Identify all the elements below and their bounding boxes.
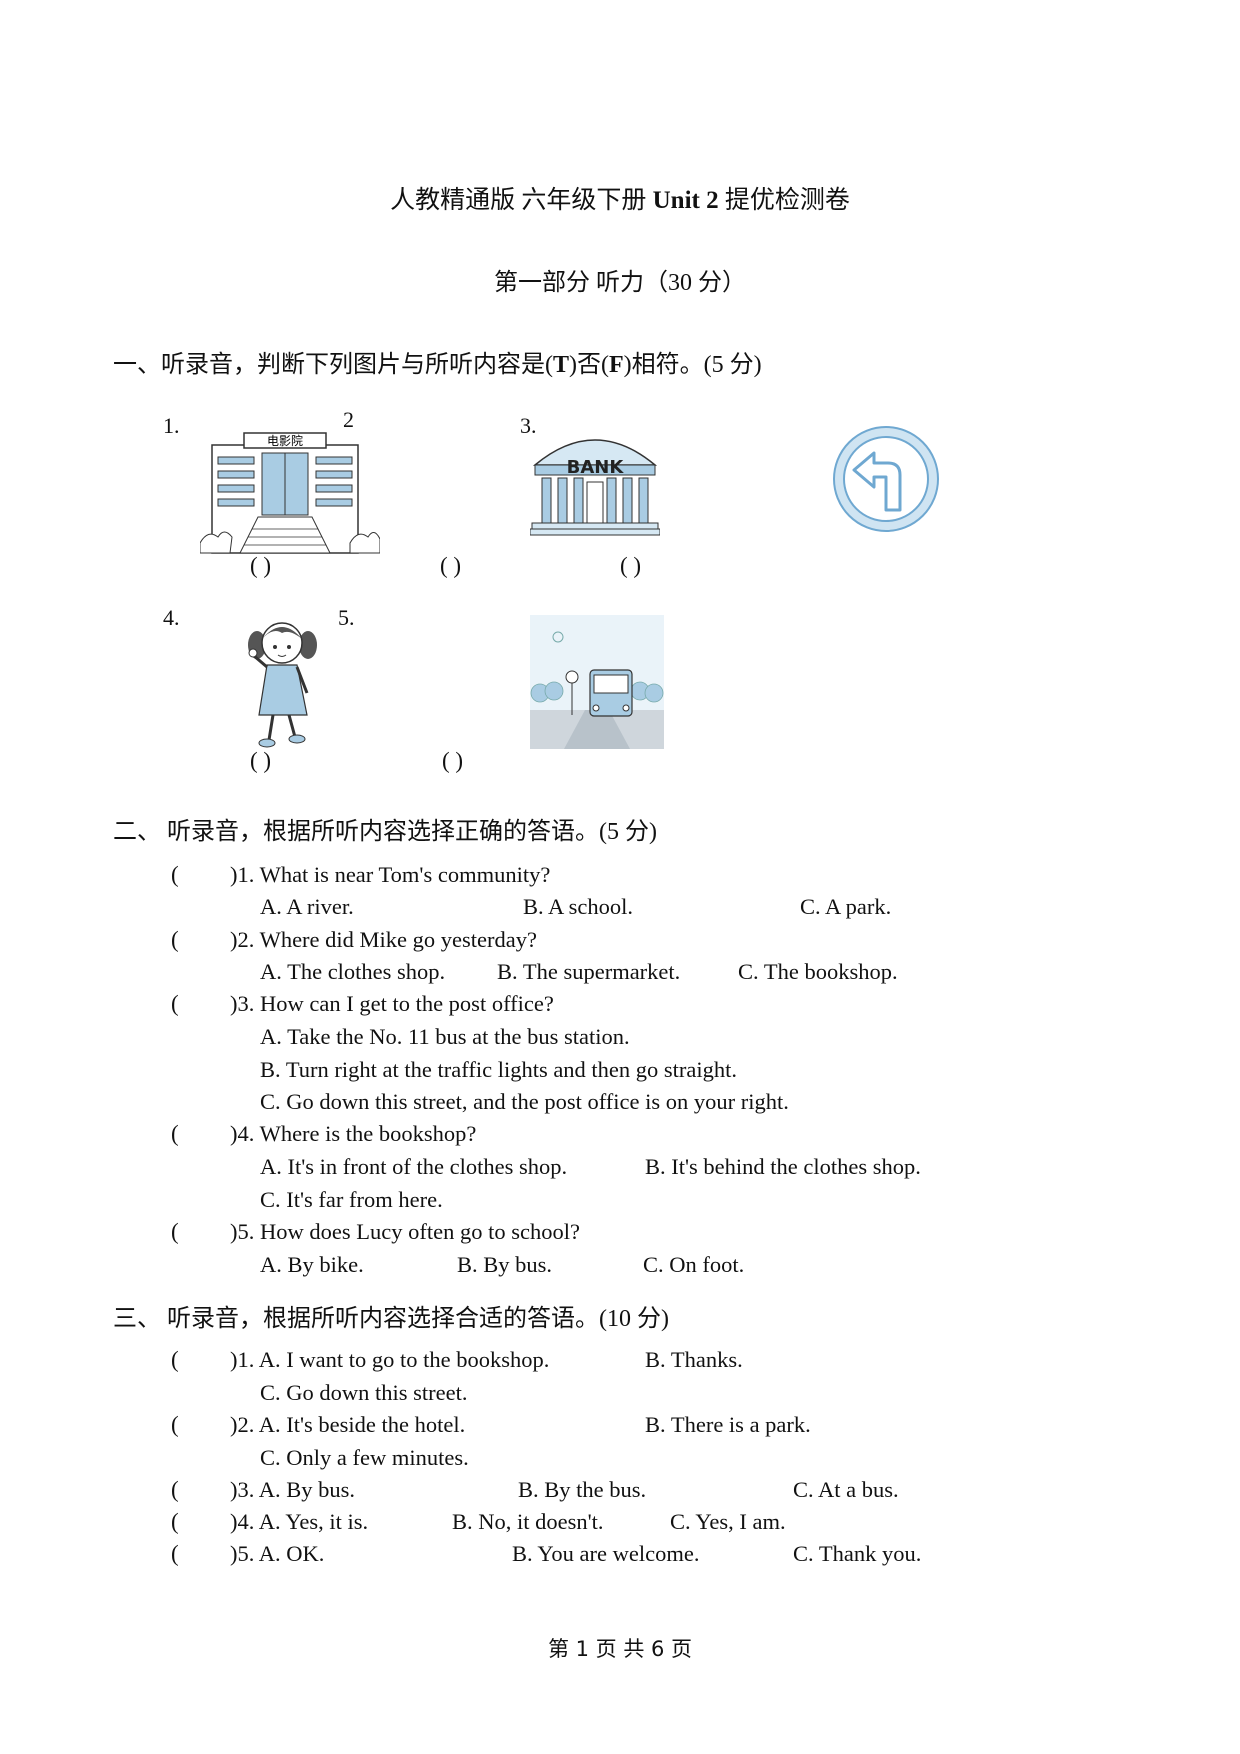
item-label-2: 2 xyxy=(343,407,354,432)
s2-q4-option-a: A. It's in front of the clothes shop. xyxy=(260,1154,568,1179)
s2-question-2: )2. Where did Mike go yesterday? xyxy=(230,927,537,952)
s3-q4-option-a: )4. A. Yes, it is. xyxy=(230,1509,369,1534)
s2-q2-option-a: A. The clothes shop. xyxy=(260,959,446,984)
s3-q5-option-c: C. Thank you. xyxy=(793,1541,922,1566)
section1-heading-t: T xyxy=(553,352,570,378)
s3-q5-option-a: )5. A. OK. xyxy=(230,1541,325,1566)
answer-bracket-5[interactable]: ( ) xyxy=(442,748,464,773)
s2-answer-paren-2[interactable]: ( xyxy=(171,927,179,952)
s3-q2-option-a: )2. A. It's beside the hotel. xyxy=(230,1412,466,1437)
s3-q1-option-c: C. Go down this street. xyxy=(260,1380,468,1405)
s2-answer-paren-1[interactable]: ( xyxy=(171,862,179,887)
turn-left-sign-image xyxy=(833,426,939,532)
s2-q1-option-c: C. A park. xyxy=(800,894,892,919)
s3-q3-option-a: )3. A. By bus. xyxy=(230,1477,356,1502)
s3-answer-paren-4[interactable]: ( xyxy=(171,1509,179,1534)
s3-q2-option-b: B. There is a park. xyxy=(645,1412,811,1437)
s3-answer-paren-3[interactable]: ( xyxy=(171,1477,179,1502)
bank-building-image: BANK xyxy=(530,439,660,536)
cinema-sign-text: 电影院 xyxy=(267,434,303,448)
section2-heading: 二、 听录音，根据所听内容选择正确的答语。(5 分) xyxy=(113,819,657,845)
s3-q3-option-b: B. By the bus. xyxy=(518,1477,647,1502)
s2-q3-option-a: A. Take the No. 11 bus at the bus statio… xyxy=(260,1024,630,1049)
s3-q4-option-b: B. No, it doesn't. xyxy=(452,1509,604,1534)
item-label-3: 3. xyxy=(520,413,537,438)
s3-q4-option-c: C. Yes, I am. xyxy=(670,1509,786,1534)
answer-bracket-4[interactable]: ( ) xyxy=(250,748,272,773)
title-prefix: 人教精通版 六年级下册 xyxy=(390,187,653,214)
s2-answer-paren-4[interactable]: ( xyxy=(171,1121,179,1146)
s3-q1-option-b: B. Thanks. xyxy=(645,1347,743,1372)
s2-q2-option-b: B. The supermarket. xyxy=(497,959,681,984)
s2-answer-paren-3[interactable]: ( xyxy=(171,991,179,1016)
s3-answer-paren-1[interactable]: ( xyxy=(171,1347,179,1372)
s3-q3-option-c: C. At a bus. xyxy=(793,1477,899,1502)
bus-on-street-image xyxy=(530,615,664,749)
s2-q4-option-c: C. It's far from here. xyxy=(260,1187,443,1212)
title-suffix: 提优检测卷 xyxy=(718,187,850,214)
section1-heading-f: F xyxy=(609,352,624,378)
cinema-building-image: 电影院 xyxy=(200,432,380,554)
s2-answer-paren-5[interactable]: ( xyxy=(171,1219,179,1244)
s2-question-1: )1. What is near Tom's community? xyxy=(230,862,551,887)
section1-heading: 一、听录音，判断下列图片与所听内容是(T)否(F)相符。(5 分) xyxy=(113,344,762,379)
s2-question-3: )3. How can I get to the post office? xyxy=(230,991,554,1016)
title-unit: Unit 2 xyxy=(652,187,719,214)
girl-walking-image xyxy=(248,622,317,748)
answer-bracket-2[interactable]: ( ) xyxy=(440,553,462,578)
item-label-5: 5. xyxy=(338,605,355,630)
bank-sign-text: BANK xyxy=(567,457,625,478)
s2-q2-option-c: C. The bookshop. xyxy=(738,959,898,984)
s3-q5-option-b: B. You are welcome. xyxy=(512,1541,700,1566)
s2-q1-option-a: A. A river. xyxy=(260,894,354,919)
section1-heading-pre: 一、听录音，判断下列图片与所听内容是( xyxy=(113,352,553,378)
answer-bracket-1[interactable]: ( ) xyxy=(250,553,272,578)
item-label-4: 4. xyxy=(163,605,180,630)
section1-heading-post: )相符。(5 分) xyxy=(623,352,762,378)
s2-q5-option-c: C. On foot. xyxy=(643,1252,745,1277)
s3-answer-paren-2[interactable]: ( xyxy=(171,1412,179,1437)
answer-bracket-3[interactable]: ( ) xyxy=(620,553,642,578)
section3-heading: 三、 听录音，根据所听内容选择合适的答语。(10 分) xyxy=(113,1306,669,1332)
s2-q5-option-b: B. By bus. xyxy=(457,1252,553,1277)
s2-question-4: )4. Where is the bookshop? xyxy=(230,1121,477,1146)
s3-q1-option-a: )1. A. I want to go to the bookshop. xyxy=(230,1347,550,1372)
s3-q2-option-c: C. Only a few minutes. xyxy=(260,1445,469,1470)
s2-question-5: )5. How does Lucy often go to school? xyxy=(230,1219,580,1244)
page-title: 人教精通版 六年级下册 Unit 2 提优检测卷 xyxy=(0,180,1240,216)
s2-q4-option-b: B. It's behind the clothes shop. xyxy=(645,1154,921,1179)
s2-q3-option-c: C. Go down this street, and the post off… xyxy=(260,1089,789,1114)
s3-answer-paren-5[interactable]: ( xyxy=(171,1541,179,1566)
page-footer: 第 1 页 共 6 页 xyxy=(547,1637,693,1661)
s2-q3-option-b: B. Turn right at the traffic lights and … xyxy=(260,1057,738,1082)
s2-q5-option-a: A. By bike. xyxy=(260,1252,364,1277)
section1-heading-mid: )否( xyxy=(569,352,609,378)
item-label-1: 1. xyxy=(163,413,180,438)
part-heading: 第一部分 听力（30 分） xyxy=(494,270,746,296)
s2-q1-option-b: B. A school. xyxy=(523,894,634,919)
